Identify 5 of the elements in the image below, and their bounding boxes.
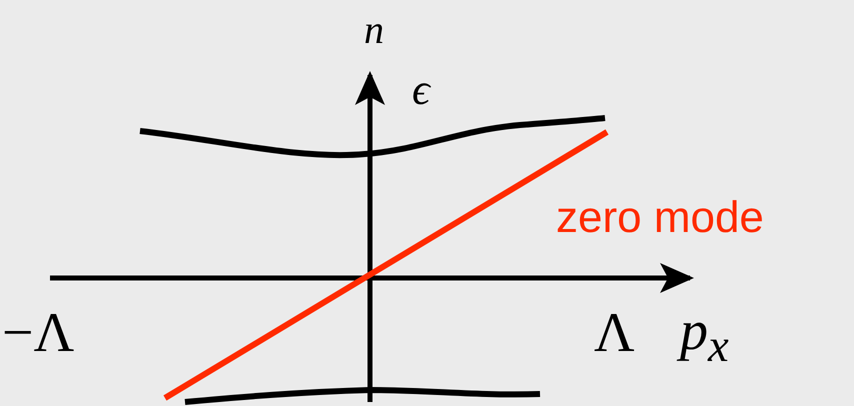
tick-label: Λ: [594, 305, 635, 361]
axis-label: ϵ: [412, 68, 430, 112]
axis-label: n: [364, 10, 384, 50]
tick-label: −Λ: [2, 305, 74, 361]
curve-label: zero mode: [556, 196, 764, 240]
